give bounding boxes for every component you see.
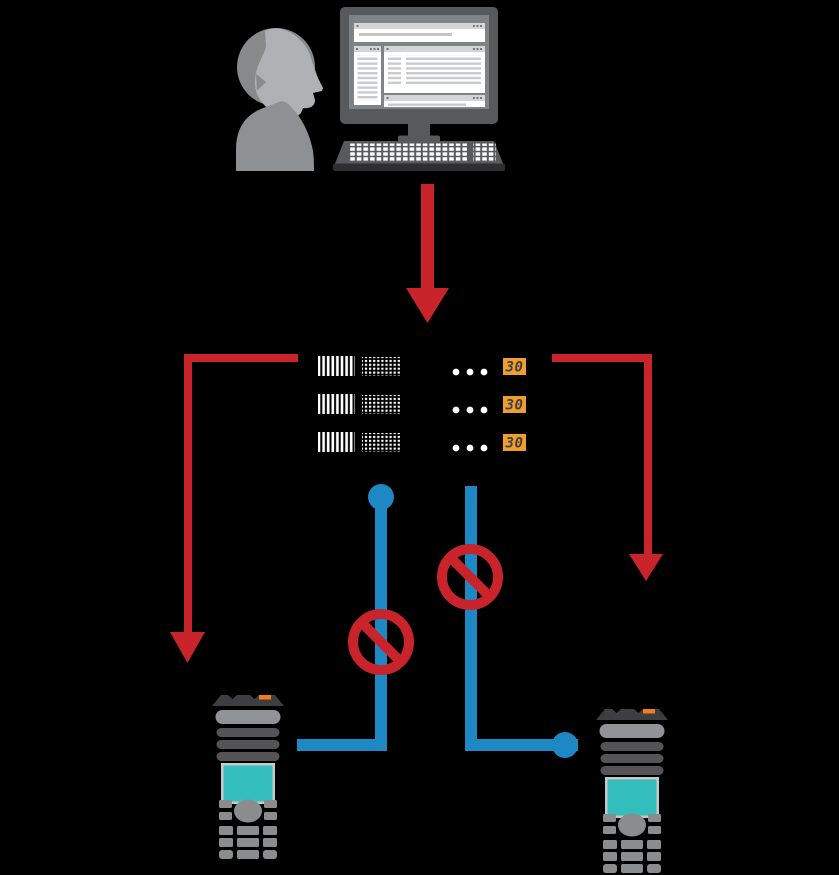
arrow-to-left-scanner [170,354,298,663]
handheld-scanner-icon-left [212,695,284,859]
count-display-bg [503,358,526,375]
handheld-scanner-icon-right [596,709,668,873]
arrow-to-right-scanner [552,354,663,581]
count-display: 30 [503,358,526,376]
inventory-list: 30 30 30 [318,356,526,452]
window-bottom [384,95,485,107]
barcode-icon [318,356,488,376]
person-face [254,28,323,118]
inventory-row-2: 30 [318,394,526,414]
count-value: 30 [505,398,524,414]
arrow-to-list [406,184,449,323]
count-display: 30 [503,396,526,414]
person-ear [256,74,266,91]
keyboard-icon [333,141,505,171]
person-body [236,101,314,171]
count-value: 30 [505,436,524,452]
count-display-bg [503,396,526,413]
count-display: 30 [503,434,526,452]
desktop-computer-icon [333,7,505,171]
person-icon [236,28,323,171]
monitor-stand-neck [408,124,430,137]
barcode-icon [318,394,488,414]
blue-connector-right [465,486,578,758]
monitor-stand-base [398,135,440,143]
window-top [354,23,485,42]
count-value: 30 [505,360,524,376]
inventory-row-1: 30 [318,356,526,376]
count-display-bg [503,434,526,451]
blue-connector-left [297,484,394,751]
barcode-icon [318,432,488,452]
inventory-row-3: 30 [318,432,526,452]
window-main [384,46,485,93]
window-sidebar [354,46,381,105]
